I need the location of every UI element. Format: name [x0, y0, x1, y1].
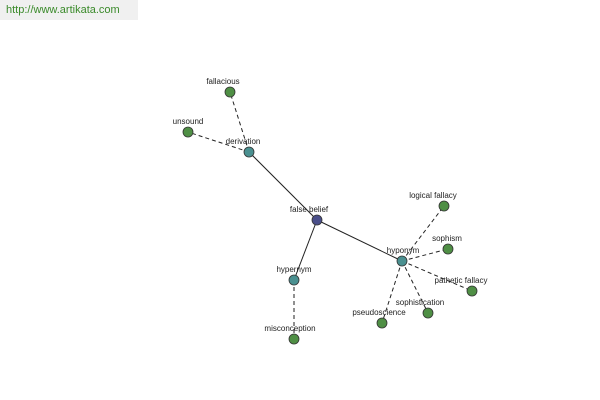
site-url-link[interactable]: http://www.artikata.com [6, 4, 120, 16]
node-hypernym[interactable]: hypernym [276, 265, 312, 286]
node-circle-hypernym[interactable] [288, 274, 300, 286]
graph-nodes: false belief derivation fallacious unsound h… [173, 77, 488, 345]
node-label-sophistication[interactable]: sophistication [396, 298, 444, 307]
edge-derivation-to-unsound [187, 131, 250, 153]
node-unsound[interactable]: unsound [173, 117, 204, 138]
node-label-hyponym[interactable]: hyponym [387, 246, 420, 255]
node-circle-pathetic-fallacy[interactable] [466, 285, 478, 297]
node-label-hypernym[interactable]: hypernym [276, 265, 311, 274]
node-label-misconception[interactable]: misconception [264, 324, 315, 333]
node-label-pathetic-fallacy[interactable]: pathetic fallacy [435, 276, 488, 285]
edge-hyponym-to-logical-fallacy [401, 205, 445, 262]
node-sophistication[interactable]: sophistication [396, 298, 444, 319]
node-label-false-belief[interactable]: false belief [290, 205, 329, 214]
edge-false-belief-to-hypernym [293, 219, 318, 281]
node-label-sophism[interactable]: sophism [432, 234, 462, 243]
node-circle-sophistication[interactable] [422, 307, 434, 319]
node-sophism[interactable]: sophism [432, 234, 462, 255]
url-bar: http://www.artikata.com [0, 0, 138, 20]
edge-hyponym-to-sophism [401, 248, 449, 262]
node-circle-derivation[interactable] [243, 146, 255, 158]
node-circle-hyponym[interactable] [396, 255, 408, 267]
node-label-fallacious[interactable]: fallacious [206, 77, 239, 86]
node-circle-sophism[interactable] [442, 243, 454, 255]
edge-false-belief-to-hyponym [316, 219, 403, 262]
node-circle-false-belief[interactable] [311, 214, 323, 226]
node-circle-fallacious[interactable] [224, 86, 236, 98]
edge-hyponym-to-pseudoscience [381, 260, 403, 324]
node-derivation[interactable]: derivation [226, 137, 261, 158]
edge-false-belief-to-derivation [248, 151, 318, 221]
node-logical-fallacy[interactable]: logical fallacy [409, 191, 457, 212]
node-label-logical-fallacy[interactable]: logical fallacy [409, 191, 457, 200]
node-circle-unsound[interactable] [182, 126, 194, 138]
node-false-belief[interactable]: false belief [290, 205, 329, 226]
node-misconception[interactable]: misconception [264, 324, 316, 345]
node-label-unsound[interactable]: unsound [173, 117, 204, 126]
node-label-pseudoscience[interactable]: pseudoscience [352, 308, 406, 317]
graph-edges [187, 91, 473, 339]
node-label-derivation[interactable]: derivation [226, 137, 261, 146]
edge-hyponym-to-pathetic-fallacy [401, 260, 473, 292]
edge-derivation-to-fallacious [229, 91, 250, 153]
node-circle-logical-fallacy[interactable] [438, 200, 450, 212]
node-hyponym[interactable]: hyponym [387, 246, 420, 267]
node-circle-misconception[interactable] [288, 333, 300, 345]
node-fallacious[interactable]: fallacious [206, 77, 240, 98]
node-pathetic-fallacy[interactable]: pathetic fallacy [435, 276, 488, 297]
node-circle-pseudoscience[interactable] [376, 317, 388, 329]
node-pseudoscience[interactable]: pseudoscience [352, 308, 406, 329]
edge-hyponym-to-sophistication [401, 260, 429, 314]
